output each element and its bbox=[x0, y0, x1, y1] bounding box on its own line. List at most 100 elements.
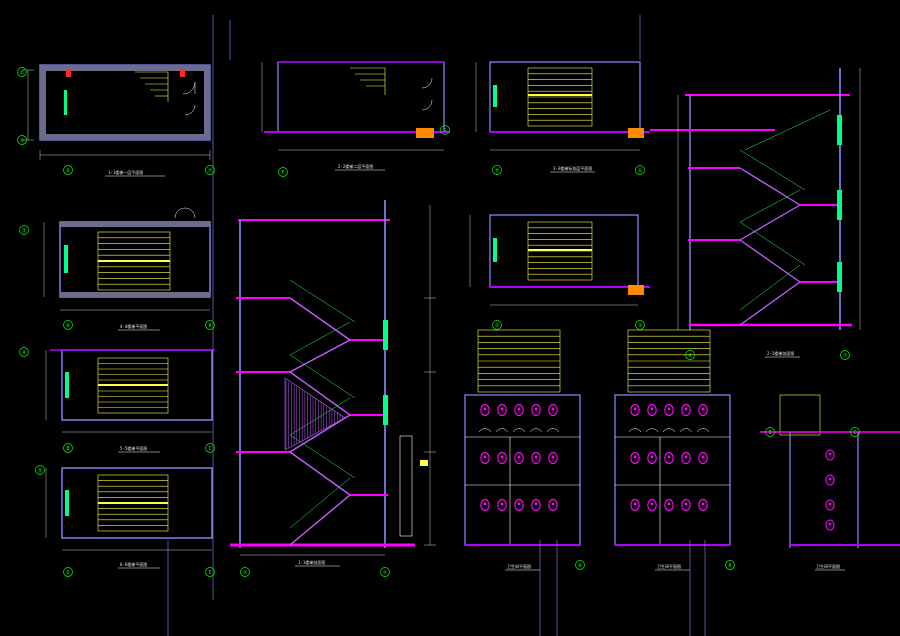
axis-bubble-label: ① bbox=[638, 168, 643, 174]
toilet-fixture-seat bbox=[483, 455, 487, 459]
window bbox=[65, 372, 69, 398]
axis-bubble bbox=[765, 427, 775, 437]
toilet-fixture bbox=[514, 403, 524, 417]
toilet-fixture-seat bbox=[551, 407, 555, 411]
axis-bubble bbox=[440, 125, 450, 135]
toilet-fixture-seat bbox=[828, 477, 832, 481]
view-plan-3[interactable]: 3-3楼梯标准层平面图 bbox=[475, 61, 650, 173]
axis-bubble-label: H bbox=[495, 168, 498, 174]
axis-bubble bbox=[35, 465, 45, 475]
axis-bubble bbox=[635, 165, 645, 175]
stair-flight bbox=[135, 71, 169, 102]
view-plan-7[interactable] bbox=[469, 214, 650, 306]
toilet-fixture bbox=[497, 498, 507, 512]
toilet-fixture bbox=[548, 451, 558, 465]
toilet-fixture bbox=[480, 451, 490, 465]
axis-bubble-label: C bbox=[853, 430, 856, 436]
plan-wall-outer bbox=[61, 467, 213, 539]
view-title: 5-5楼梯平面图 bbox=[120, 445, 147, 451]
toilet-fixture-seat bbox=[500, 455, 504, 459]
axis-bubble-label: ⑧ bbox=[578, 563, 583, 569]
axis-bubble-label: D bbox=[66, 570, 69, 576]
toilet-fixture bbox=[825, 449, 835, 461]
stall-door-swing bbox=[478, 428, 492, 433]
stair-flight bbox=[627, 329, 711, 393]
dimension-lines bbox=[45, 350, 212, 433]
toilet-fixture-seat bbox=[633, 502, 637, 506]
window bbox=[837, 115, 842, 145]
view-title: 卫生间平面图 bbox=[816, 563, 840, 569]
toilet-fixture-seat bbox=[701, 502, 705, 506]
toilet-fixture bbox=[681, 403, 691, 417]
toilet-fixture bbox=[825, 519, 835, 531]
toilet-fixture bbox=[825, 499, 835, 511]
axis-bubble-label: ⑤ bbox=[38, 468, 43, 474]
toilet-fixture bbox=[514, 451, 524, 465]
stall-door-swing bbox=[628, 428, 642, 433]
column bbox=[628, 128, 644, 138]
axis-bubble bbox=[19, 347, 29, 357]
stair-flight bbox=[477, 329, 561, 393]
toilet-fixture-seat bbox=[517, 502, 521, 506]
dimension-lines bbox=[677, 68, 861, 330]
toilet-fixture bbox=[664, 498, 674, 512]
axis-bubble bbox=[380, 567, 390, 577]
plan-wall-fill bbox=[40, 134, 210, 140]
column bbox=[628, 285, 644, 295]
axis-bubble bbox=[635, 320, 645, 330]
axis-bubble-label: ④ bbox=[243, 570, 248, 576]
axis-bubble-label: ⑥ bbox=[66, 168, 71, 174]
toilet-fixture-seat bbox=[684, 502, 688, 506]
stair-flight bbox=[350, 67, 386, 95]
toilet-fixture bbox=[480, 403, 490, 417]
axis-bubble-label: B bbox=[768, 430, 771, 436]
axis-bubble-label: B bbox=[66, 446, 69, 452]
view-toilet-3[interactable]: 卫生间平面图 bbox=[760, 394, 900, 571]
view-plan-4[interactable]: 4-4楼梯平面图 bbox=[43, 207, 211, 331]
toilet-fixture bbox=[548, 403, 558, 417]
view-toilet-1[interactable]: 卫生间平面图 bbox=[464, 329, 581, 571]
view-plan-1[interactable]: 1-1楼梯一层平面图 bbox=[22, 64, 211, 177]
view-plan-5[interactable]: 5-5楼梯平面图 bbox=[45, 349, 215, 453]
stair-stringer bbox=[739, 167, 801, 326]
view-toilet-2[interactable]: 卫生间平面图 bbox=[614, 329, 731, 571]
view-section-2[interactable]: 2-2楼梯剖面图 bbox=[650, 68, 861, 358]
toilet-fixture-seat bbox=[551, 455, 555, 459]
sanitary-fixtures bbox=[825, 449, 835, 531]
toilet-fixture-seat bbox=[633, 455, 637, 459]
toilet-fixture bbox=[698, 451, 708, 465]
axis-bubble bbox=[205, 165, 215, 175]
door-swing bbox=[174, 207, 196, 219]
dimension-lines bbox=[475, 62, 640, 151]
axis-bubble bbox=[840, 350, 850, 360]
toilet-fixture bbox=[681, 498, 691, 512]
axis-bubble bbox=[63, 443, 73, 453]
toilet-fixture bbox=[664, 451, 674, 465]
toilet-fixture bbox=[514, 498, 524, 512]
dimension-lines bbox=[43, 222, 210, 311]
axis-bubble-label: F bbox=[281, 170, 284, 176]
view-title: 4-4楼梯平面图 bbox=[120, 323, 147, 329]
view-title: 2-2楼梯剖面图 bbox=[767, 350, 794, 356]
axis-bubble bbox=[17, 67, 27, 77]
toilet-fixture bbox=[548, 498, 558, 512]
axis-bubble bbox=[63, 320, 73, 330]
section-hatch bbox=[284, 377, 346, 451]
view-section-1[interactable]: 1-1楼梯剖面图 bbox=[230, 200, 436, 567]
axis-bubble-label: A bbox=[728, 563, 731, 569]
view-plan-2[interactable]: 2-2楼梯二层平面图 bbox=[261, 61, 450, 171]
toilet-fixture-seat bbox=[667, 407, 671, 411]
axis-bubble-label: G bbox=[443, 128, 446, 134]
toilet-fixture-seat bbox=[633, 407, 637, 411]
view-plan-6[interactable]: 6-6楼梯平面图 bbox=[45, 467, 213, 569]
axis-bubble bbox=[278, 167, 288, 177]
view-title: 6-6楼梯平面图 bbox=[120, 561, 147, 567]
sanitary-fixtures bbox=[628, 403, 710, 512]
dimension-lines bbox=[261, 62, 444, 151]
axis-bubble-label: ② bbox=[20, 138, 25, 144]
plan-wall-fill bbox=[204, 65, 210, 140]
plan-wall-fill bbox=[40, 65, 46, 140]
toilet-fixture-seat bbox=[534, 502, 538, 506]
toilet-fixture-seat bbox=[684, 455, 688, 459]
